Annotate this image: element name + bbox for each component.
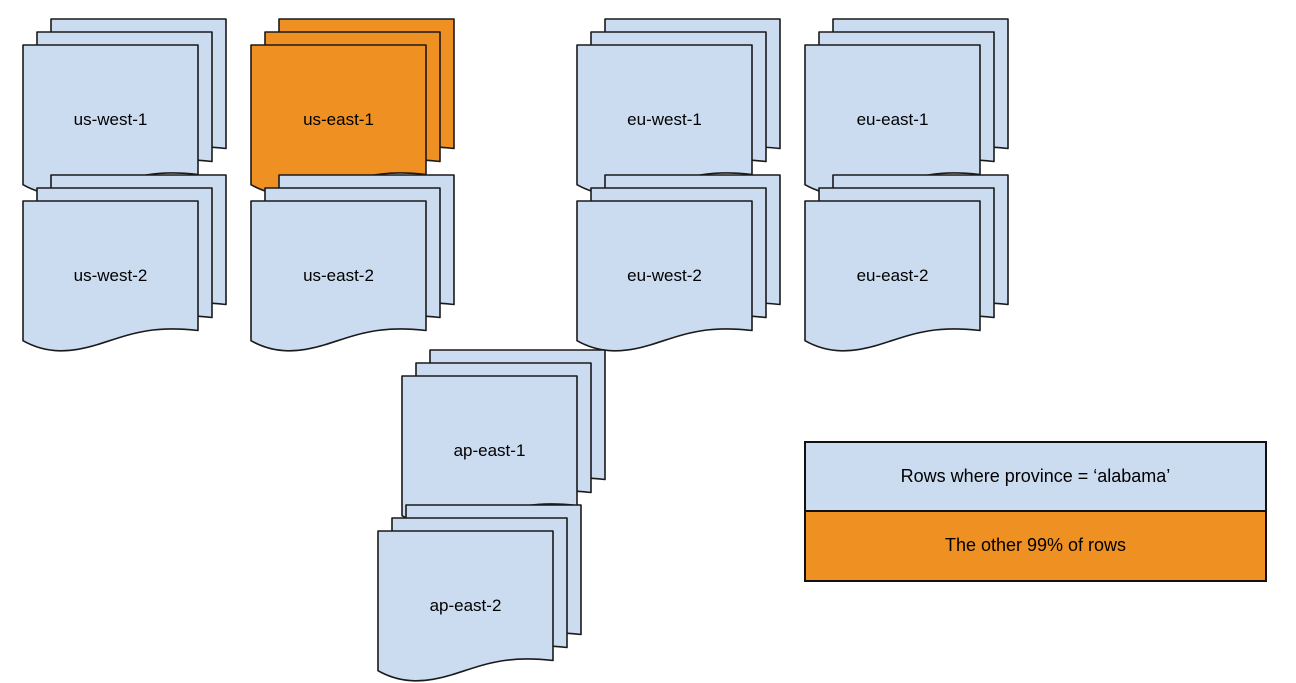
stack-sheet-front [22,200,199,352]
stack-sheet-front [804,200,981,352]
region-stack-ap-east-2[interactable] [376,503,585,683]
region-stack-us-west-1[interactable] [21,17,230,197]
stack-sheet-front [250,200,427,352]
legend: Rows where province = ‘alabama’ The othe… [804,441,1267,582]
region-stack-eu-west-1[interactable] [575,17,784,197]
region-stack-ap-east-1[interactable] [400,348,609,528]
legend-row-alabama: Rows where province = ‘alabama’ [806,443,1265,512]
legend-row-other: The other 99% of rows [806,511,1265,580]
region-stack-eu-east-2[interactable] [803,173,1012,353]
legend-label-alabama: Rows where province = ‘alabama’ [900,465,1171,486]
region-stack-us-west-2[interactable] [21,173,230,353]
stack-sheet-front [377,530,554,682]
region-stack-us-east-1[interactable] [249,17,458,197]
region-stack-eu-west-2[interactable] [575,173,784,353]
region-stack-eu-east-1[interactable] [803,17,1012,197]
stack-sheet-front [576,200,753,352]
region-stack-us-east-2[interactable] [249,173,458,353]
legend-label-other: The other 99% of rows [944,535,1127,556]
